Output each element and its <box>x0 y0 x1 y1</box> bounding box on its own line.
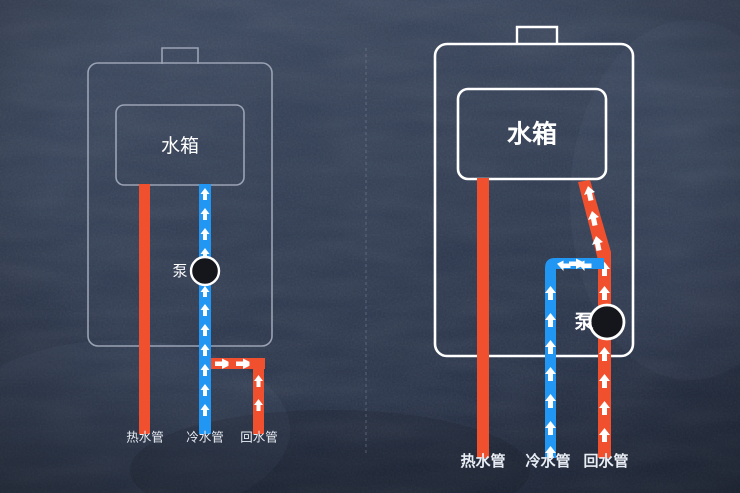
return-water-pipe-right <box>578 180 611 458</box>
heater-body-left <box>87 62 273 347</box>
return-water-pipe-left <box>205 358 265 434</box>
cold-water-pipe-label-right: 冷水管 <box>525 452 570 470</box>
flue-outline-right <box>515 25 559 45</box>
cold-water-pipe-right <box>545 258 604 458</box>
pump-left[interactable] <box>189 255 221 287</box>
hot-water-pipe-label-left: 热水管 <box>126 429 164 444</box>
standard-water-heater-diagram: 水箱 <box>87 47 278 444</box>
water-tank-right <box>456 87 608 181</box>
flue-outline-left <box>161 47 199 64</box>
hot-water-pipe-left <box>139 184 150 434</box>
cold-water-pipe-label-left: 冷水管 <box>186 429 224 444</box>
hot-water-pipe-right <box>477 178 489 458</box>
water-tank-label-right: 水箱 <box>507 120 557 149</box>
hot-water-pipe-label-right: 热水管 <box>460 452 505 470</box>
recirculation-water-heater-diagram: 水箱 <box>433 25 635 470</box>
pump-label-right: 泵 <box>574 311 593 333</box>
heater-body-right <box>433 42 635 358</box>
return-water-pipe-label-right: 回水管 <box>583 452 628 470</box>
water-tank-left <box>115 104 245 186</box>
water-tank-label-left: 水箱 <box>161 135 199 157</box>
pump-right[interactable] <box>588 303 626 341</box>
pump-label-left: 泵 <box>172 263 187 280</box>
return-water-pipe-label-left: 回水管 <box>240 429 278 444</box>
cold-water-pipe-left <box>199 184 211 434</box>
